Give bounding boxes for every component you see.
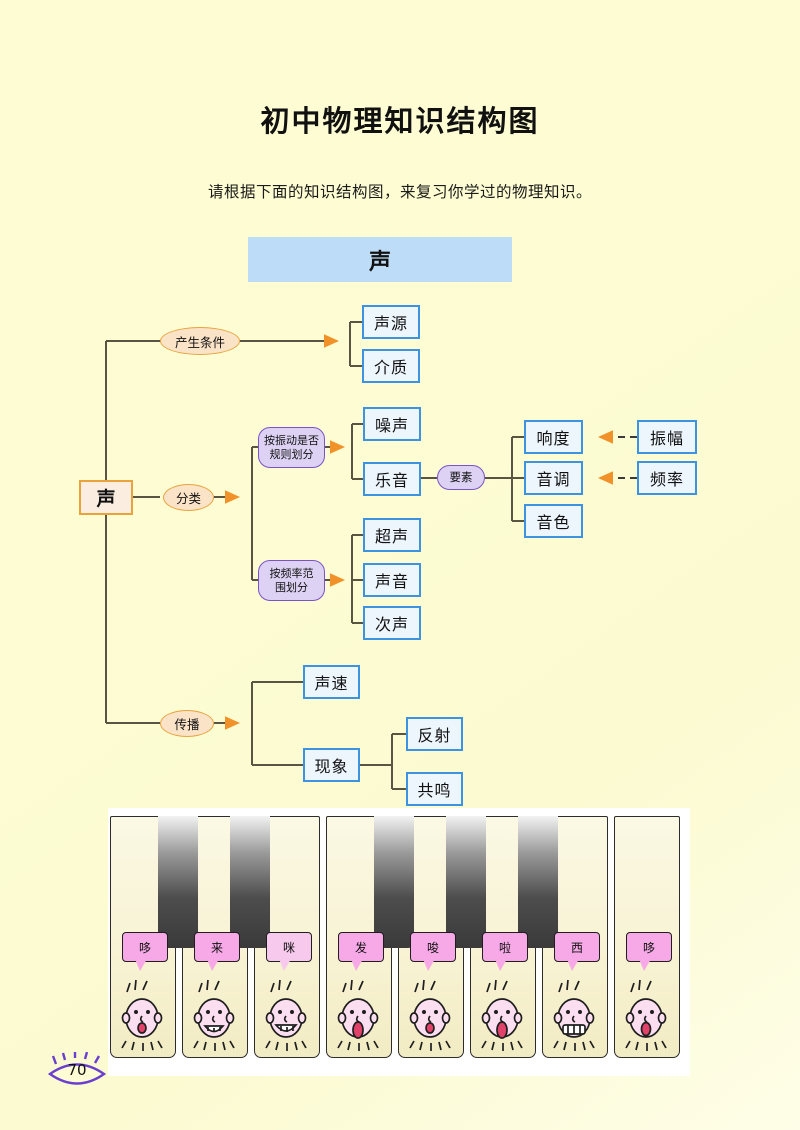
key-bubble: 发: [338, 932, 384, 971]
node-resonance: 共鸣: [406, 772, 463, 806]
piano-black-key: [158, 816, 198, 948]
key-bubble: 哆: [626, 932, 672, 971]
singing-face: [546, 978, 604, 1064]
node-infrasound: 次声: [363, 606, 421, 640]
node-amplitude: 振幅: [637, 420, 697, 454]
node-phenomena: 现象: [303, 748, 360, 782]
singing-face: [114, 978, 172, 1064]
key-bubble: 唆: [410, 932, 456, 971]
key-bubble: 啦: [482, 932, 528, 971]
node-audible-sound: 声音: [363, 563, 421, 597]
singing-face: [402, 978, 460, 1064]
node-timbre: 音色: [524, 504, 583, 538]
piano-black-key: [374, 816, 414, 948]
group-by-vibration-line2: 规则划分: [269, 447, 314, 461]
piano-black-key: [446, 816, 486, 948]
page-number-badge: 70: [44, 1051, 110, 1092]
key-bubble: 哆: [122, 932, 168, 971]
piano-black-key: [518, 816, 558, 948]
node-group-by-frequency: 按频率范 围划分: [258, 560, 325, 601]
node-musical-tone: 乐音: [363, 462, 421, 496]
key-bubble: 来: [194, 932, 240, 971]
node-sound-speed: 声速: [303, 665, 360, 699]
node-sound-source: 声源: [362, 305, 420, 339]
node-branch-condition: 产生条件: [160, 327, 240, 355]
singing-face: [618, 978, 676, 1064]
singing-face: [186, 978, 244, 1064]
node-root-sound: 声: [79, 480, 133, 515]
piano-illustration: 哆 来 咪 发 唆 啦 西 哆: [108, 808, 690, 1076]
node-noise: 噪声: [363, 407, 421, 441]
node-elements: 要素: [437, 465, 485, 490]
node-group-by-vibration: 按振动是否 规则划分: [258, 427, 325, 468]
node-loudness: 响度: [524, 420, 583, 454]
group-by-frequency-line1: 按频率范: [269, 566, 314, 580]
singing-face: [474, 978, 532, 1064]
singing-face: [330, 978, 388, 1064]
singing-face: [258, 978, 316, 1064]
node-pitch: 音调: [524, 461, 583, 495]
page-subtitle: 请根据下面的知识结构图，来复习你学过的物理知识。: [207, 183, 592, 201]
group-by-frequency-line2: 围划分: [275, 580, 308, 594]
page-title: 初中物理知识结构图: [260, 104, 540, 138]
node-branch-propagation: 传播: [160, 710, 214, 737]
node-medium: 介质: [362, 349, 420, 383]
node-ultrasound: 超声: [363, 518, 421, 552]
piano-black-key: [230, 816, 270, 948]
key-bubble: 咪: [266, 932, 312, 971]
node-frequency: 频率: [637, 461, 697, 495]
node-reflection: 反射: [406, 717, 463, 751]
node-branch-classification: 分类: [163, 484, 214, 511]
key-bubble: 西: [554, 932, 600, 971]
page-number: 70: [67, 1061, 87, 1079]
eye-icon: [47, 1051, 107, 1085]
section-banner: 声: [248, 237, 512, 282]
group-by-vibration-line1: 按振动是否: [264, 433, 319, 447]
